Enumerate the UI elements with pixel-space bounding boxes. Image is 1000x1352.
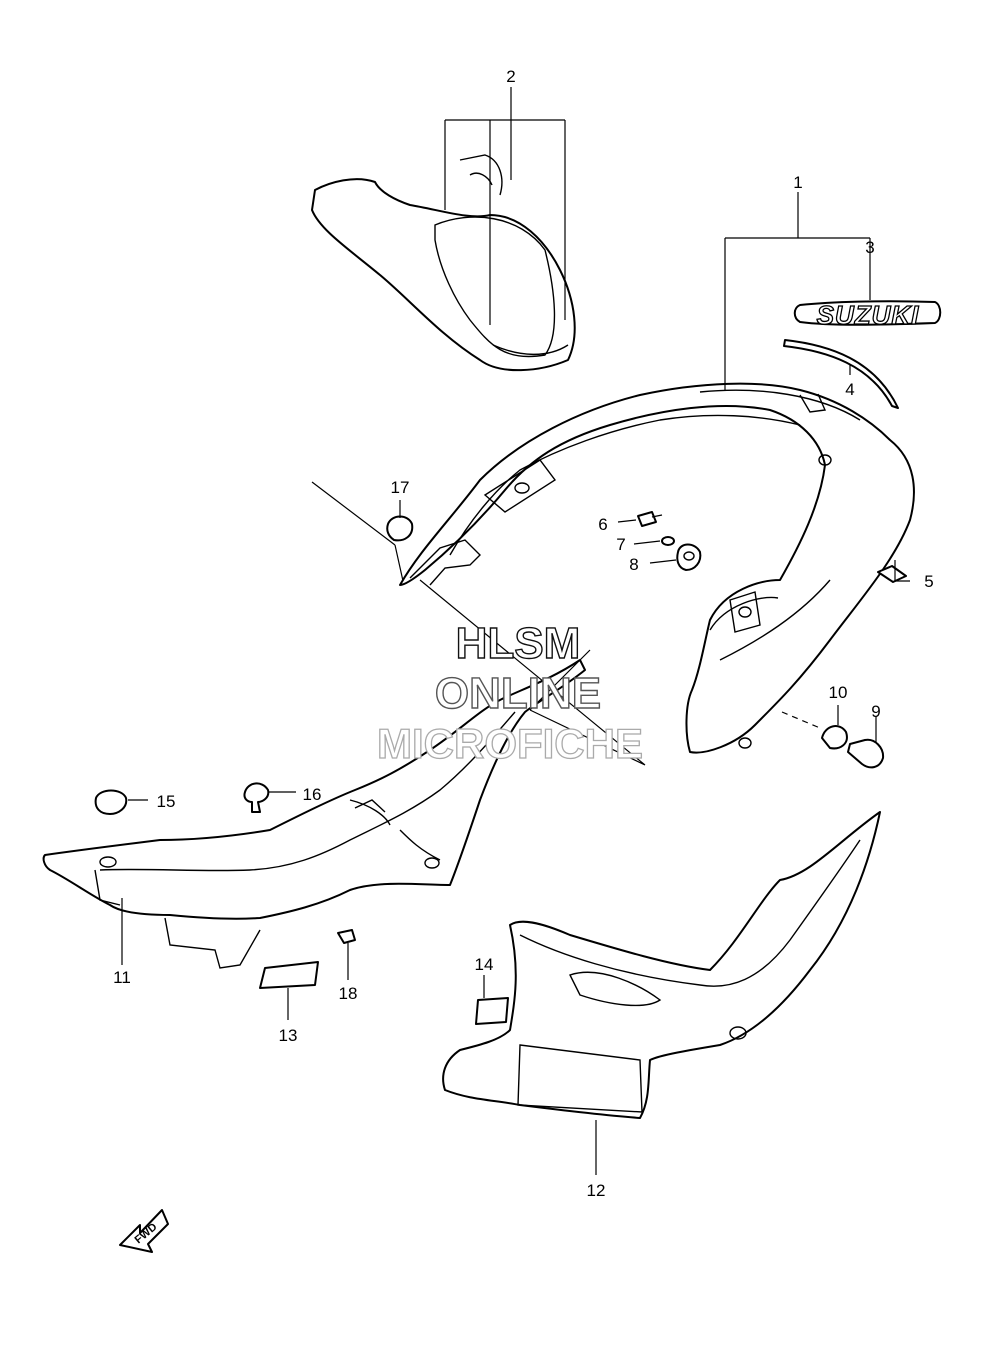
watermark-line-3: MICROFICHE bbox=[377, 720, 643, 767]
callout-18: 18 bbox=[339, 984, 358, 1003]
front-fairing-part bbox=[311, 154, 576, 372]
emblem-text: SUZUKI bbox=[817, 300, 920, 330]
stripe-part bbox=[783, 339, 899, 409]
forward-direction-arrow: FWD bbox=[119, 1209, 169, 1253]
callout-6: 6 bbox=[598, 515, 607, 534]
callout-1: 1 bbox=[793, 173, 802, 192]
callout-13: 13 bbox=[279, 1026, 298, 1045]
callout-5: 5 bbox=[924, 572, 933, 591]
callout-3: 3 bbox=[865, 238, 874, 257]
callout-17: 17 bbox=[391, 478, 410, 497]
callout-16: 16 bbox=[303, 785, 322, 804]
frame-cover-lower-part bbox=[442, 811, 881, 1119]
callout-7: 7 bbox=[616, 535, 625, 554]
pad-part-14 bbox=[475, 997, 509, 1025]
watermark-line-1: HLSM bbox=[456, 619, 581, 668]
grommet-part bbox=[386, 515, 414, 542]
callout-14: 14 bbox=[475, 955, 494, 974]
leader-lines bbox=[121, 87, 910, 1175]
screw-grommet-set bbox=[821, 725, 885, 769]
suzuki-emblem-part: SUZUKI bbox=[793, 299, 942, 331]
callout-10: 10 bbox=[829, 683, 848, 702]
callout-9: 9 bbox=[871, 702, 880, 721]
watermark-line-2: ONLINE bbox=[435, 669, 601, 718]
callout-labels: 2 1 3 4 5 6 7 8 9 10 11 12 13 14 15 16 1… bbox=[113, 67, 934, 1200]
callout-15: 15 bbox=[157, 792, 176, 811]
screw-part-18 bbox=[337, 929, 356, 944]
callout-4: 4 bbox=[845, 380, 854, 399]
rivet-part bbox=[243, 782, 270, 813]
callout-11: 11 bbox=[113, 968, 131, 987]
clip-nut-part bbox=[877, 565, 907, 583]
grommet-part-15 bbox=[94, 789, 128, 815]
seat-tail-cowl-part bbox=[399, 382, 915, 754]
pad-part-13 bbox=[259, 961, 319, 989]
watermark: HLSM ONLINE MICROFICHE bbox=[376, 618, 643, 767]
callout-8: 8 bbox=[629, 555, 638, 574]
callout-12: 12 bbox=[587, 1181, 606, 1200]
callout-2: 2 bbox=[506, 67, 515, 86]
bolt-washer-cushion-set bbox=[637, 511, 702, 571]
frame-cover-left-part bbox=[42, 659, 586, 969]
